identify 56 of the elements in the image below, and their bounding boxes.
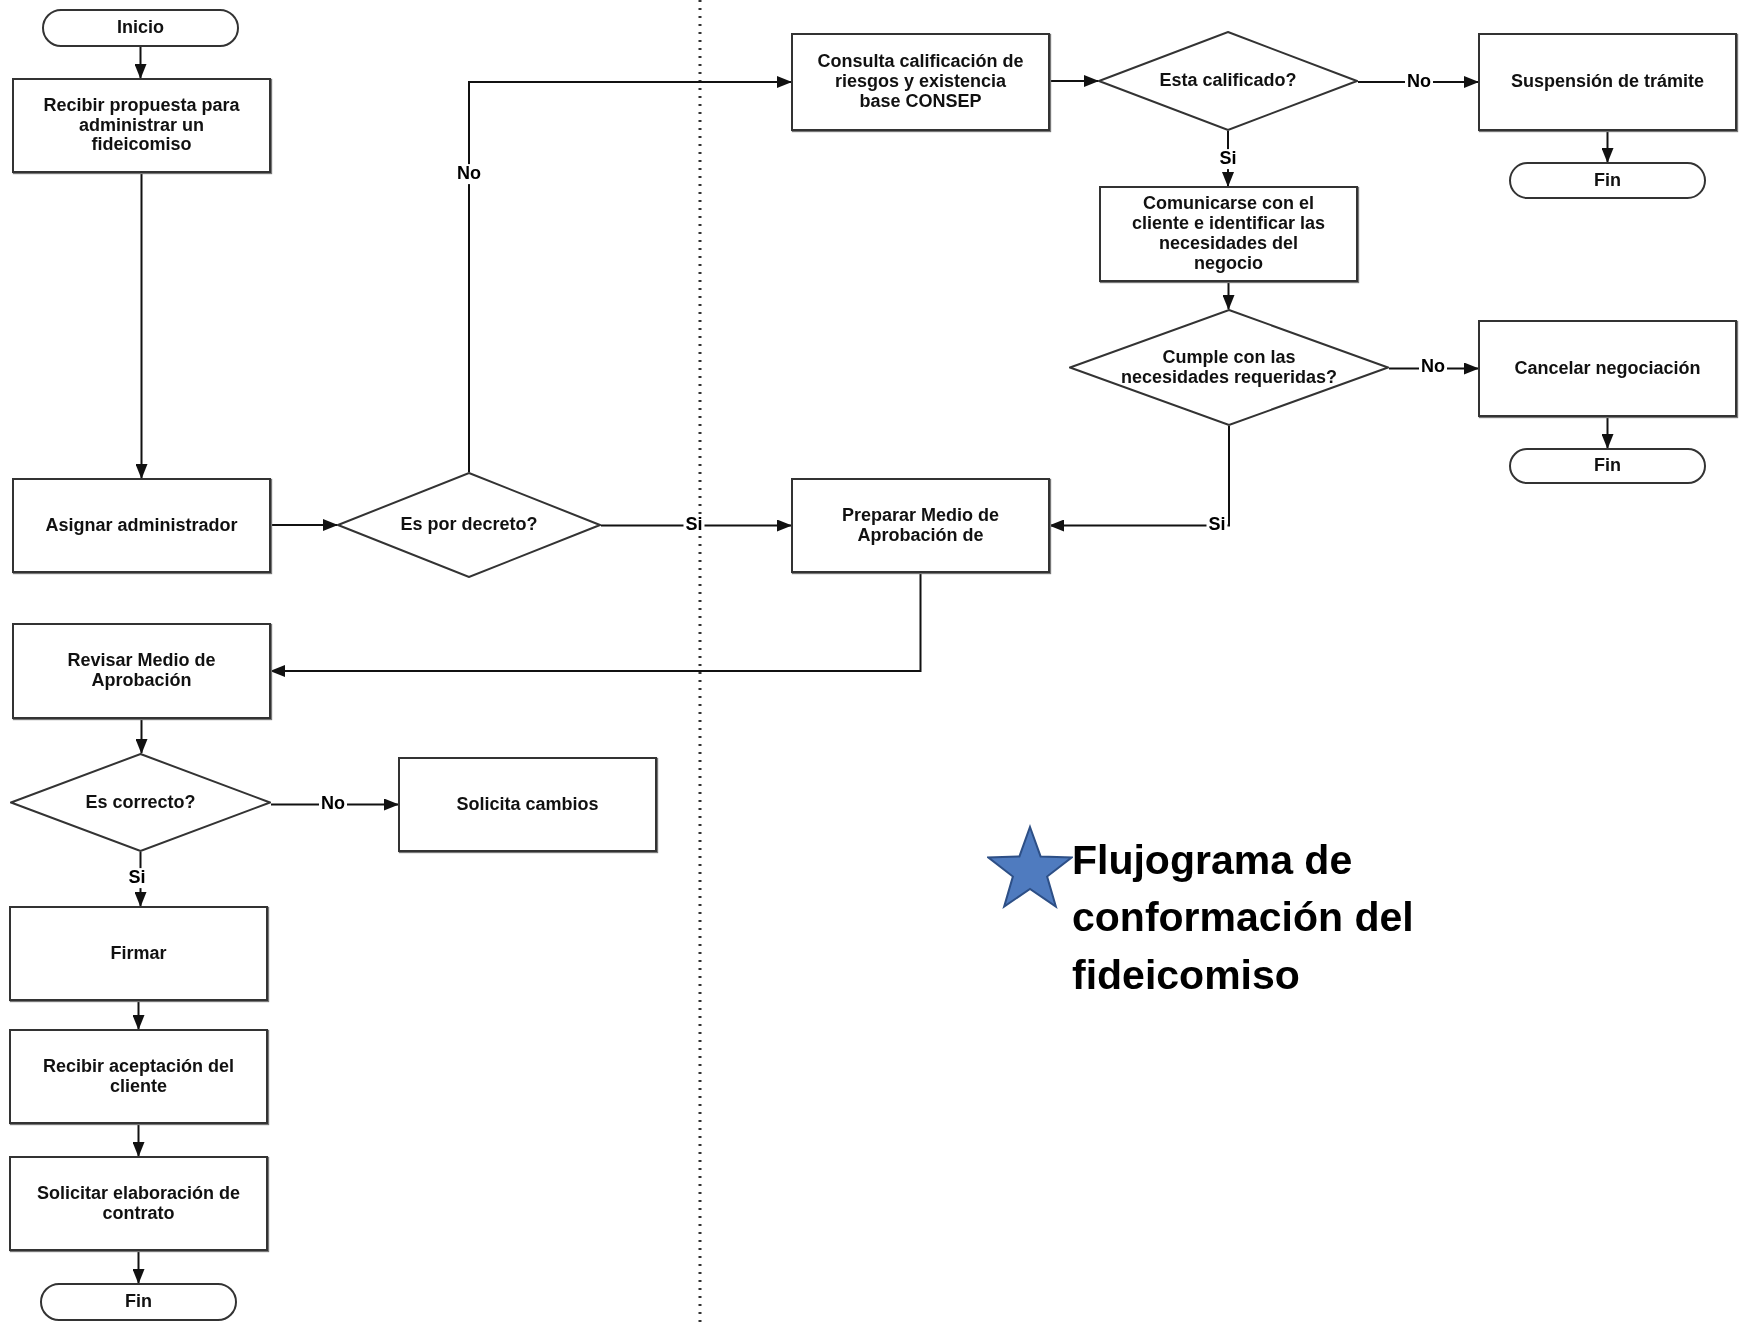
- node-text: Comunicarse con el cliente e identificar las necesidades del negocio: [1130, 194, 1327, 274]
- arrow: [1601, 130, 1614, 163]
- arrow: [132, 1250, 145, 1284]
- node-text: Esta calificado?: [1159, 71, 1297, 91]
- node-text: Cumple con las necesidades requeridas?: [1119, 347, 1339, 388]
- node-text: Solicita cambios: [456, 794, 599, 815]
- process-box: [1478, 320, 1737, 417]
- process-box: [9, 1156, 268, 1251]
- process-box: [9, 1029, 268, 1124]
- arrow: [134, 46, 147, 79]
- node-text: Recibir aceptación del cliente: [41, 1056, 236, 1097]
- diagram-title: Flujograma de conformación del fideicomiso: [1072, 836, 1415, 1000]
- edge-label: Si: [1217, 149, 1239, 169]
- node-text: Es por decreto?: [400, 515, 538, 535]
- node-text: Recibir propuesta para administrar un fideicomiso: [42, 95, 241, 156]
- process-box: [12, 478, 271, 573]
- node-text: Asignar administrador: [45, 515, 238, 536]
- arrow: [270, 519, 338, 531]
- arrow: [1049, 425, 1230, 532]
- process-box: [12, 623, 271, 719]
- node-text: Firmar: [110, 943, 167, 964]
- process-box: [9, 906, 268, 1001]
- node-text: Preparar Medio de Aprobación de: [840, 505, 1001, 546]
- node-text: Fin: [1594, 456, 1621, 476]
- arrow: [135, 718, 148, 754]
- process-box: [1099, 186, 1358, 282]
- decision-diamond: [1069, 309, 1389, 426]
- arrow: [1601, 416, 1614, 449]
- node-text: Solicitar elaboración de contrato: [35, 1183, 242, 1224]
- arrow: [1222, 281, 1235, 310]
- node-text: Fin: [1594, 170, 1621, 191]
- node-text: Suspensión de trámite: [1510, 72, 1704, 92]
- node-text: Es correcto?: [85, 792, 196, 813]
- node-text: Fin: [125, 1292, 152, 1312]
- arrow: [600, 519, 792, 532]
- process-box: [398, 757, 657, 852]
- edge-label: No: [455, 164, 483, 184]
- node-text: Revisar Medio de Aprobación: [66, 651, 217, 691]
- arrow: [132, 1123, 145, 1157]
- arrow: [134, 851, 147, 907]
- arrow: [468, 76, 792, 473]
- process-box: [791, 478, 1050, 573]
- process-box: [1478, 33, 1737, 131]
- decision-diamond: [337, 472, 601, 578]
- node-text: Consulta calificación de riesgos y existencia base CONSEP: [816, 52, 1025, 112]
- decision-diamond: [10, 753, 271, 852]
- process-box: [12, 78, 271, 173]
- arrow: [135, 172, 148, 479]
- node-text: Cancelar negociación: [1514, 358, 1701, 379]
- arrow: [270, 572, 922, 677]
- node-text: Inicio: [117, 18, 164, 38]
- arrow: [1049, 75, 1099, 87]
- edge-label: Si: [126, 868, 148, 888]
- process-box: [791, 33, 1050, 131]
- decision-diamond: [1098, 31, 1358, 131]
- arrow: [132, 1000, 145, 1030]
